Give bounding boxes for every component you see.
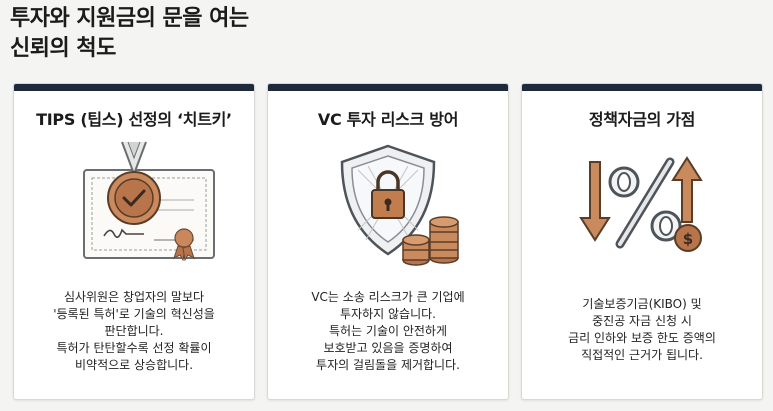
card-body-line: 중진공 자금 신청 시: [534, 313, 750, 330]
card-body-line: 비약적으로 상승합니다.: [26, 357, 242, 374]
card-body-line: '등록된 특허'로 기술의 혁신성을: [26, 306, 242, 323]
card-body-line: 판단합니다.: [26, 323, 242, 340]
card-body-line: VC는 소송 리스크가 큰 기업에: [280, 289, 496, 306]
card-body: 기술보증기금(KIBO) 및 중진공 자금 신청 시 금리 인하와 보증 한도 …: [534, 296, 750, 364]
card-body-line: 심사위원은 창업자의 말보다: [26, 289, 242, 306]
card-body-line: 투자의 걸림돌을 제거합니다.: [280, 357, 496, 374]
card-body-line: 직접적인 근거가 됩니다.: [534, 347, 750, 364]
certificate-medal-icon: [34, 140, 234, 270]
card-body-line: 투자하지 않습니다.: [280, 306, 496, 323]
card-body-line: 기술보증기금(KIBO) 및: [534, 296, 750, 313]
card-vc: VC 투자 리스크 방어: [267, 83, 509, 400]
svg-text:$: $: [683, 230, 693, 248]
card-title: 정책자금의 가점: [522, 106, 762, 130]
card-accent-bar: [522, 84, 762, 91]
page-headline: 투자와 지원금의 문을 여는 신뢰의 척도: [10, 4, 249, 64]
card-title: TIPS (팁스) 선정의 ‘치트키’: [14, 106, 254, 130]
headline-line-1: 투자와 지원금의 문을 여는: [10, 4, 249, 34]
card-tips: TIPS (팁스) 선정의 ‘치트키’ 심사위원은 창업자의 말보다 '등록된 …: [13, 83, 255, 400]
card-accent-bar: [14, 84, 254, 91]
card-body: VC는 소송 리스크가 큰 기업에 투자하지 않습니다. 특허는 기술이 안전하…: [280, 289, 496, 374]
card-title: VC 투자 리스크 방어: [268, 106, 508, 130]
card-body: 심사위원은 창업자의 말보다 '등록된 특허'로 기술의 혁신성을 판단합니다.…: [26, 289, 242, 374]
card-policy-fund: 정책자금의 가점 $ 기술보증기금(KIBO) 및 중진공 자금 신청 시 금리…: [521, 83, 763, 400]
card-body-line: 특허는 기술이 안전하게: [280, 323, 496, 340]
shield-lock-coins-icon: [288, 140, 488, 270]
card-body-line: 특허가 탄탄할수록 선정 확률이: [26, 340, 242, 357]
headline-line-2: 신뢰의 척도: [10, 34, 249, 64]
card-body-line: 금리 인하와 보증 한도 증액의: [534, 330, 750, 347]
percent-arrows-dollar-icon: $: [542, 140, 742, 270]
card-accent-bar: [268, 84, 508, 91]
card-body-line: 보호받고 있음을 증명하여: [280, 340, 496, 357]
